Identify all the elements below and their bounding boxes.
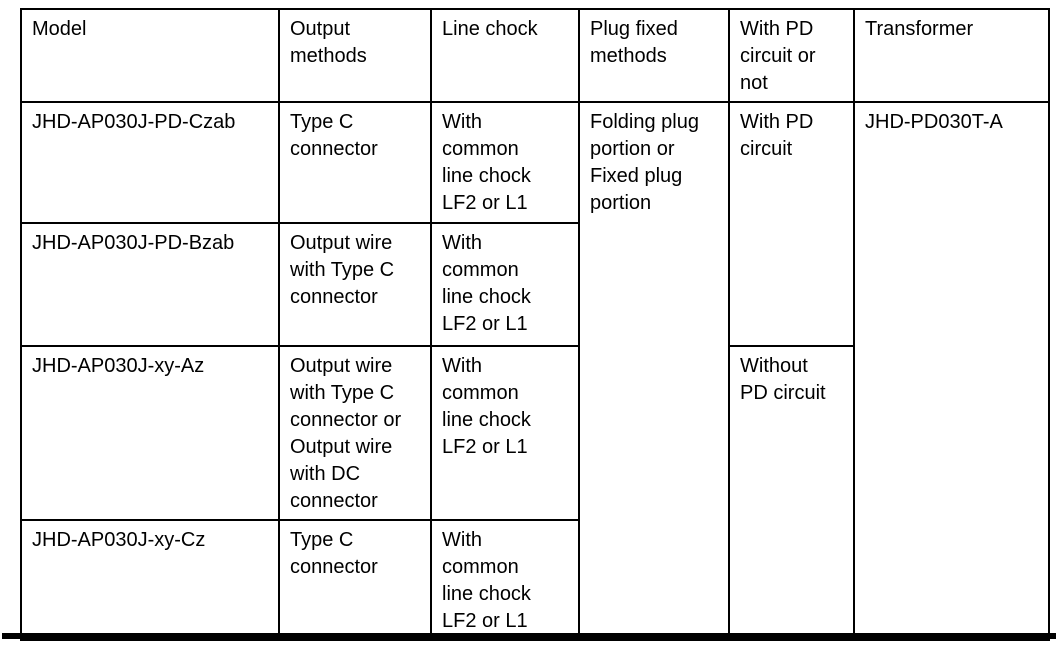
- cell-model: JHD-AP030J-PD-Bzab: [20, 222, 280, 347]
- cell-line-chock: With common line chock LF2 or L1: [430, 101, 580, 224]
- cell-model: JHD-AP030J-PD-Czab: [20, 101, 280, 224]
- cell-line-chock: With common line chock LF2 or L1: [430, 345, 580, 521]
- cell-model: JHD-AP030J-xy-Cz: [20, 519, 280, 641]
- header-output-methods: Output methods: [278, 8, 432, 103]
- header-row: Model Output methods Line chock Plug fix…: [20, 8, 1050, 103]
- table-row: JHD-AP030J-xy-Cz Type C connector With c…: [20, 519, 1049, 641]
- cell-with-pd-circuit: With PD circuit: [728, 101, 855, 347]
- header-plug-fixed-methods: Plug fixed methods: [578, 8, 730, 103]
- product-spec-table: Model Output methods Line chock Plug fix…: [20, 8, 1050, 641]
- cell-transformer: JHD-PD030T-A: [853, 101, 1050, 641]
- header-pd-circuit: With PD circuit or not: [728, 8, 855, 103]
- header-line-chock: Line chock: [430, 8, 580, 103]
- cell-plug-fixed-methods: Folding plug portion or Fixed plug porti…: [578, 101, 730, 641]
- cell-line-chock: With common line chock LF2 or L1: [430, 519, 580, 641]
- cell-model: JHD-AP030J-xy-Az: [20, 345, 280, 521]
- bottom-rule: [2, 633, 1056, 639]
- header-transformer: Transformer: [853, 8, 1050, 103]
- table-row: JHD-AP030J-PD-Bzab Output wire with Type…: [20, 222, 1049, 347]
- header-model: Model: [20, 8, 280, 103]
- cell-output-method: Output wire with Type C connector: [278, 222, 432, 347]
- table-row: JHD-AP030J-xy-Az Output wire with Type C…: [20, 345, 1049, 641]
- cell-output-method: Type C connector: [278, 519, 432, 641]
- cell-output-method: Output wire with Type C connector or Out…: [278, 345, 432, 521]
- cell-without-pd-circuit: Without PD circuit: [728, 345, 855, 641]
- table-row: JHD-AP030J-PD-Czab Type C connector With…: [20, 101, 1050, 641]
- cell-output-method: Type C connector: [278, 101, 432, 224]
- cell-line-chock: With common line chock LF2 or L1: [430, 222, 580, 347]
